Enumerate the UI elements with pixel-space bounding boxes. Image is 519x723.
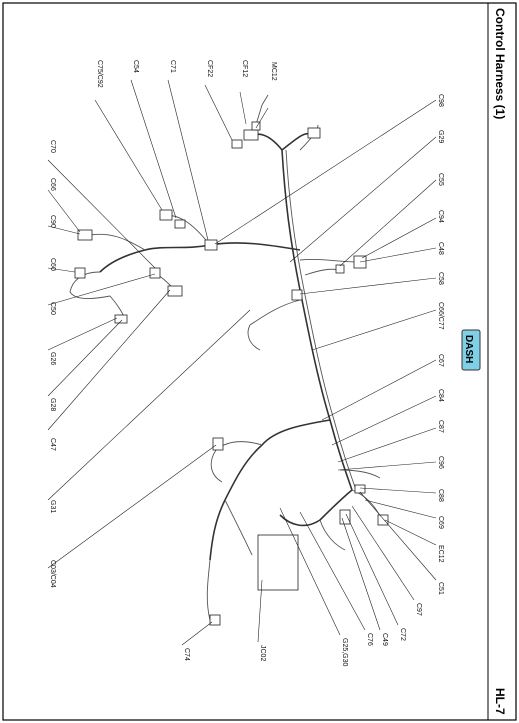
label-c75c92: C75/C92 [96,60,103,88]
connector-c88 [354,484,366,494]
connector-c75c92 [159,209,173,221]
label-c98: C98 [437,94,444,107]
label-c48: C48 [437,242,444,255]
label-g29: G29 [437,130,444,143]
label-c55: C55 [437,173,444,186]
label-c50: C50 [49,302,56,315]
connector-ec12 [377,514,389,526]
connector-c55 [335,264,345,274]
page-title: Control Harness (1) [493,8,507,119]
connector-c49 [339,509,351,525]
label-c72: C72 [399,628,406,641]
connector-g26 [114,314,128,324]
page-number: HL-7 [493,688,507,715]
label-c97: C97 [415,603,422,616]
connector-c74 [209,614,221,626]
harness-drawing [69,94,383,621]
label-c54: C54 [132,60,139,73]
label-c60: C60 [49,258,56,271]
label-c88: C88 [437,489,444,502]
label-c49: C49 [381,633,388,646]
label-c70: C70 [49,140,56,153]
label-c47: C47 [49,438,56,451]
label-jc02: JC02 [259,645,266,661]
label-ec12: EC12 [437,545,444,563]
label-c84: C84 [437,389,444,402]
label-c96: C96 [437,456,444,469]
connector-jc02-block [257,534,299,591]
label-c03c04: C03/C04 [49,560,56,588]
connector-c70 [149,267,161,279]
label-c71: C71 [169,60,176,73]
label-c87: C87 [437,420,444,433]
connectors [74,121,389,626]
leader-lines [47,79,437,646]
label-c66c77: C66/C77 [437,302,444,330]
connector-c90 [77,229,93,241]
connector-c54 [174,219,186,229]
connector-c60 [74,267,86,279]
label-cf22: CF22 [206,60,213,77]
label-c94: C94 [437,210,444,223]
label-g25g30: G25,G30 [341,638,348,667]
connector-mc12 [243,129,259,141]
connector-c98 [307,127,321,139]
section-badge [461,329,481,371]
label-c51: C51 [437,582,444,595]
connector-c71 [204,239,218,251]
connector-c03c04 [212,437,224,451]
label-g28: G28 [49,398,56,411]
label-mc12: MC12 [270,62,277,81]
label-c66: C66 [49,178,56,191]
label-c76: C76 [366,633,373,646]
connector-c58 [291,289,303,301]
section-badge-label: DASH [463,335,474,363]
callout-labels: MC12 CF12 CF22 C71 C54 C75/C92 C70 C66 C… [49,60,444,667]
label-c90: C90 [49,215,56,228]
label-c58: C58 [437,272,444,285]
connector-c47 [167,285,183,297]
label-g31: G31 [49,500,56,513]
label-c74: C74 [183,648,190,661]
label-g26: G26 [49,352,56,365]
connector-cf22 [231,139,243,149]
label-cf12: CF12 [241,60,248,77]
connector-cf12 [251,121,261,131]
label-c69: C69 [437,516,444,529]
label-c67: C67 [437,354,444,367]
